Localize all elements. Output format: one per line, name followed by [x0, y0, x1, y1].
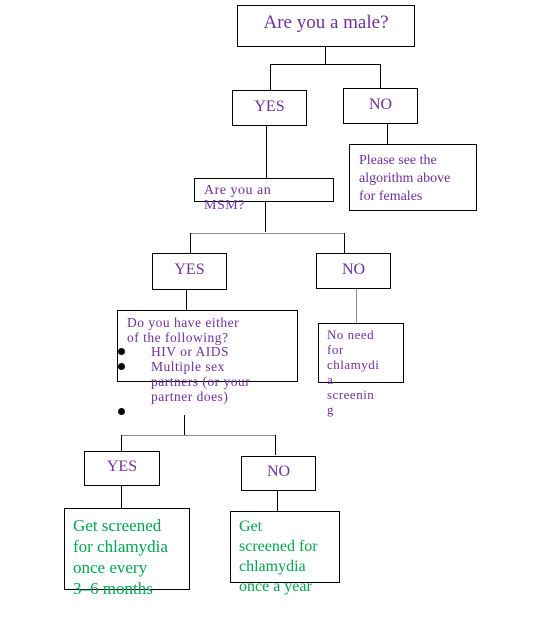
msm-no-box: NO: [316, 253, 391, 289]
no-screening-text: No need for chlamydi a screenin g: [327, 327, 380, 417]
either-no-box: NO: [241, 456, 316, 491]
question-msm-text: Are you an MSM?: [204, 183, 272, 213]
connector-no-noneed: [356, 289, 357, 323]
male-no-label: NO: [368, 96, 393, 113]
connector-no-female: [387, 124, 388, 144]
question-msm-box: Are you an MSM?: [194, 178, 334, 213]
male-yes-box: YES: [232, 90, 307, 126]
screen-yearly-box: [230, 511, 340, 583]
no-screening-box: [318, 323, 404, 383]
msm-no-label: NO: [341, 261, 366, 278]
connector-yes-screen: [121, 486, 122, 508]
bullet-partners: [118, 363, 125, 370]
question-either-box: [117, 310, 298, 382]
connector-msm-split: [190, 233, 345, 234]
either-item-partners: Multiple sex partners (or your partner d…: [151, 359, 251, 404]
male-yes-label: YES: [254, 98, 285, 115]
connector-either-yes: [121, 435, 122, 451]
either-yes-box: YES: [84, 451, 160, 486]
question-male-text: Are you a male?: [263, 12, 389, 33]
female-reference-box: Please see the algorithm above for femal…: [349, 144, 477, 211]
connector-yes-either: [186, 290, 187, 310]
connector-msm-yes: [190, 233, 191, 253]
connector-male-split: [270, 64, 381, 65]
bullet-empty: [118, 408, 125, 415]
msm-yes-box: YES: [152, 253, 227, 290]
either-no-label: NO: [266, 463, 291, 480]
question-male-box: Are you a male?: [237, 5, 415, 47]
msm-yes-label: YES: [174, 261, 205, 278]
connector-either-no: [275, 435, 276, 455]
either-yes-label: YES: [106, 458, 138, 475]
connector-male-yes: [270, 64, 271, 90]
screen-frequent-text: Get screened for chlamydia once every 3–…: [73, 516, 168, 598]
question-either-text: Do you have either of the following?: [127, 315, 240, 345]
connector-male-down: [325, 46, 326, 64]
connector-msm-no: [344, 233, 345, 253]
connector-msm-down: [265, 202, 266, 232]
bullet-hiv: [118, 348, 125, 355]
screen-yearly-text: Get screened for chlamydia once a year: [239, 518, 318, 595]
connector-either-down: [184, 415, 185, 435]
screen-frequent-box: [64, 508, 190, 590]
connector-no-screen: [277, 491, 278, 511]
male-no-box: NO: [343, 88, 418, 124]
female-reference-text: Please see the algorithm above for femal…: [359, 153, 451, 204]
either-item-hiv: HIV or AIDS: [151, 344, 230, 359]
connector-male-no: [380, 64, 381, 88]
connector-yes-msm: [266, 126, 267, 178]
connector-either-split: [121, 435, 276, 436]
